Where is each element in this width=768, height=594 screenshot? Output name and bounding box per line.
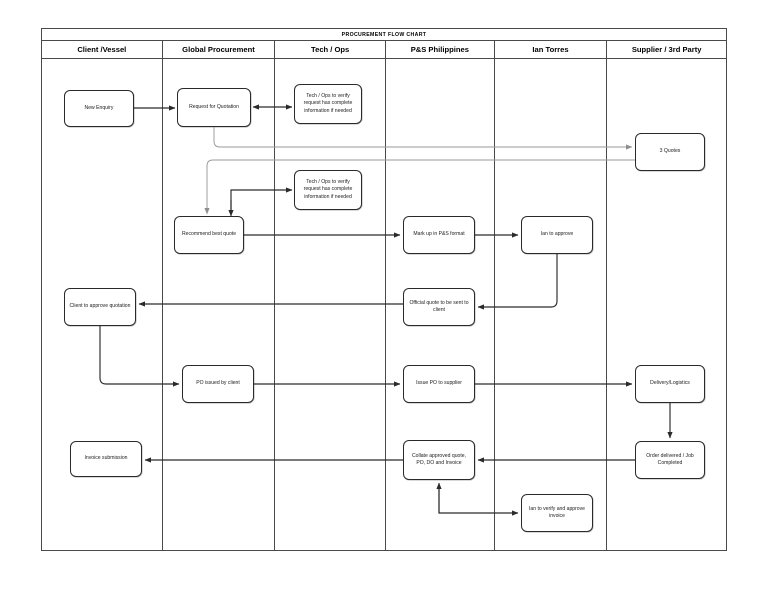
flow-node-label: Delivery/Logistics <box>650 380 690 387</box>
flow-node-label: Official quote to be sent to client <box>409 299 469 313</box>
flow-node-issue-po-to-supplier[interactable]: Issue PO to supplier <box>403 365 475 403</box>
lane-header-ian-torres: Ian Torres <box>495 41 608 58</box>
lane-header-ps-philippines: P&S Philippines <box>386 41 495 58</box>
flow-node-label: PO issued by client <box>196 380 240 387</box>
flow-node-client-to-approve-quotation[interactable]: Client to approve quotation <box>64 288 136 326</box>
flow-node-label: Client to approve quotation <box>69 303 131 310</box>
lane-header-label: Client /Vessel <box>77 45 127 54</box>
flow-node-label: New Enquiry <box>84 104 114 111</box>
lane-body-row <box>42 59 726 550</box>
flow-node-recommend-best-quote[interactable]: Recommend best quote <box>174 216 244 254</box>
flow-node-label: Ian to verify and approve invoice <box>528 505 586 519</box>
lane-header-supplier-3rd-party: Supplier / 3rd Party <box>607 41 726 58</box>
flow-node-label: Ian to approve <box>540 231 574 238</box>
lane-body-tech-ops <box>275 59 386 550</box>
flow-node-label: 3 Quotes <box>659 148 681 155</box>
flow-node-request-for-quotation[interactable]: Request for Quotation <box>177 88 251 127</box>
lane-header-label: Ian Torres <box>532 45 569 54</box>
lane-header-label: Supplier / 3rd Party <box>631 45 702 54</box>
flow-node-three-quotes[interactable]: 3 Quotes <box>635 133 705 171</box>
flow-node-collate-approved-docs[interactable]: Collate approved quote, PO, DO and Invoi… <box>403 440 475 480</box>
swimlane-chart-frame: PROCUREMENT FLOW CHART Client /Vessel Glo… <box>41 28 727 551</box>
lane-header-tech-ops: Tech / Ops <box>275 41 386 58</box>
flow-node-delivery-logistics[interactable]: Delivery/Logistics <box>635 365 705 403</box>
flow-node-tech-ops-verify-1[interactable]: Tech / Ops to verify request has complet… <box>294 84 362 124</box>
flow-node-po-issued-by-client[interactable]: PO issued by client <box>182 365 254 403</box>
lane-header-row: Client /Vessel Global Procurement Tech / O… <box>42 41 726 59</box>
lane-header-label: Global Procurement <box>182 45 255 54</box>
flow-node-label: Order delivered / Job Completed <box>646 452 694 466</box>
flow-node-mark-up-in-ps-format[interactable]: Mark up in P&S format <box>403 216 475 254</box>
flow-node-official-quote-to-client[interactable]: Official quote to be sent to client <box>403 288 475 326</box>
lane-header-label: P&S Philippines <box>410 45 469 54</box>
lane-header-client-vessel: Client /Vessel <box>42 41 163 58</box>
flow-node-ian-to-verify-approve-invoice[interactable]: Ian to verify and approve invoice <box>521 494 593 532</box>
flow-node-tech-ops-verify-2[interactable]: Tech / Ops to verify request has complet… <box>294 170 362 210</box>
flow-node-ian-to-approve[interactable]: Ian to approve <box>521 216 593 254</box>
flow-node-order-delivered-job-completed[interactable]: Order delivered / Job Completed <box>635 441 705 479</box>
flow-node-label: Request for Quotation <box>189 103 239 110</box>
lane-body-global-procurement <box>163 59 276 550</box>
flow-node-new-enquiry[interactable]: New Enquiry <box>64 90 134 127</box>
page-title: PROCUREMENT FLOW CHART <box>341 31 427 38</box>
flow-node-label: Invoice submission <box>84 455 128 462</box>
lane-header-global-procurement: Global Procurement <box>163 41 276 58</box>
flow-node-invoice-submission[interactable]: Invoice submission <box>70 441 142 477</box>
flow-node-label: Recommend best quote <box>181 231 237 238</box>
flow-node-label: Tech / Ops to verify request has complet… <box>303 178 353 200</box>
flow-node-label: Issue PO to supplier <box>416 380 462 387</box>
lane-body-ian-torres <box>495 59 608 550</box>
flow-node-label: Tech / Ops to verify request has complet… <box>303 92 353 114</box>
flow-node-label: Mark up in P&S format <box>413 231 465 238</box>
flow-node-label: Collate approved quote, PO, DO and Invoi… <box>411 452 467 466</box>
lane-header-label: Tech / Ops <box>311 45 350 54</box>
chart-title-band: PROCUREMENT FLOW CHART <box>42 29 726 41</box>
